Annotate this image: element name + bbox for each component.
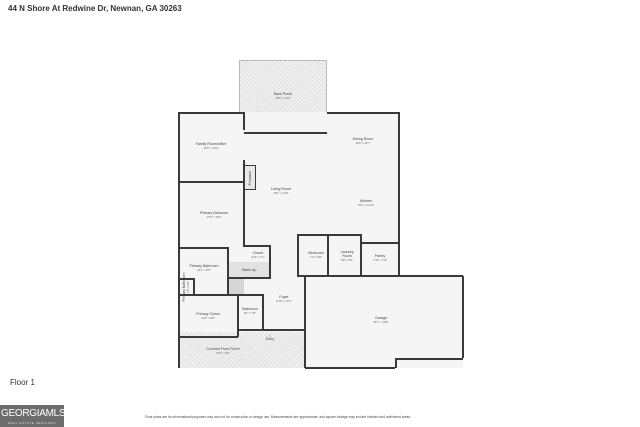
covered-front-porch [178, 332, 305, 368]
entry-arrow-icon: △ [268, 333, 272, 337]
listing-address: 44 N Shore At Redwine Dr, Newnan, GA 302… [8, 4, 182, 13]
floor-label: Floor 1 [10, 378, 35, 387]
georgiamls-logo: GEORGIAMLS REAL ESTATE SERVICES [0, 405, 66, 427]
logo-subtext: REAL ESTATE SERVICES [8, 421, 56, 425]
room-label-stairs: Stairs Up [241, 268, 257, 272]
room-label-fireplace: Fireplace [248, 170, 252, 186]
stair-landing [228, 278, 244, 294]
disclaimer: Floor plans are for informational purpos… [145, 415, 411, 419]
logo-text: GEORGIAMLS [1, 408, 66, 419]
stairs [228, 262, 270, 278]
room-label-entry: △Entry [265, 333, 275, 341]
garage [305, 276, 463, 368]
